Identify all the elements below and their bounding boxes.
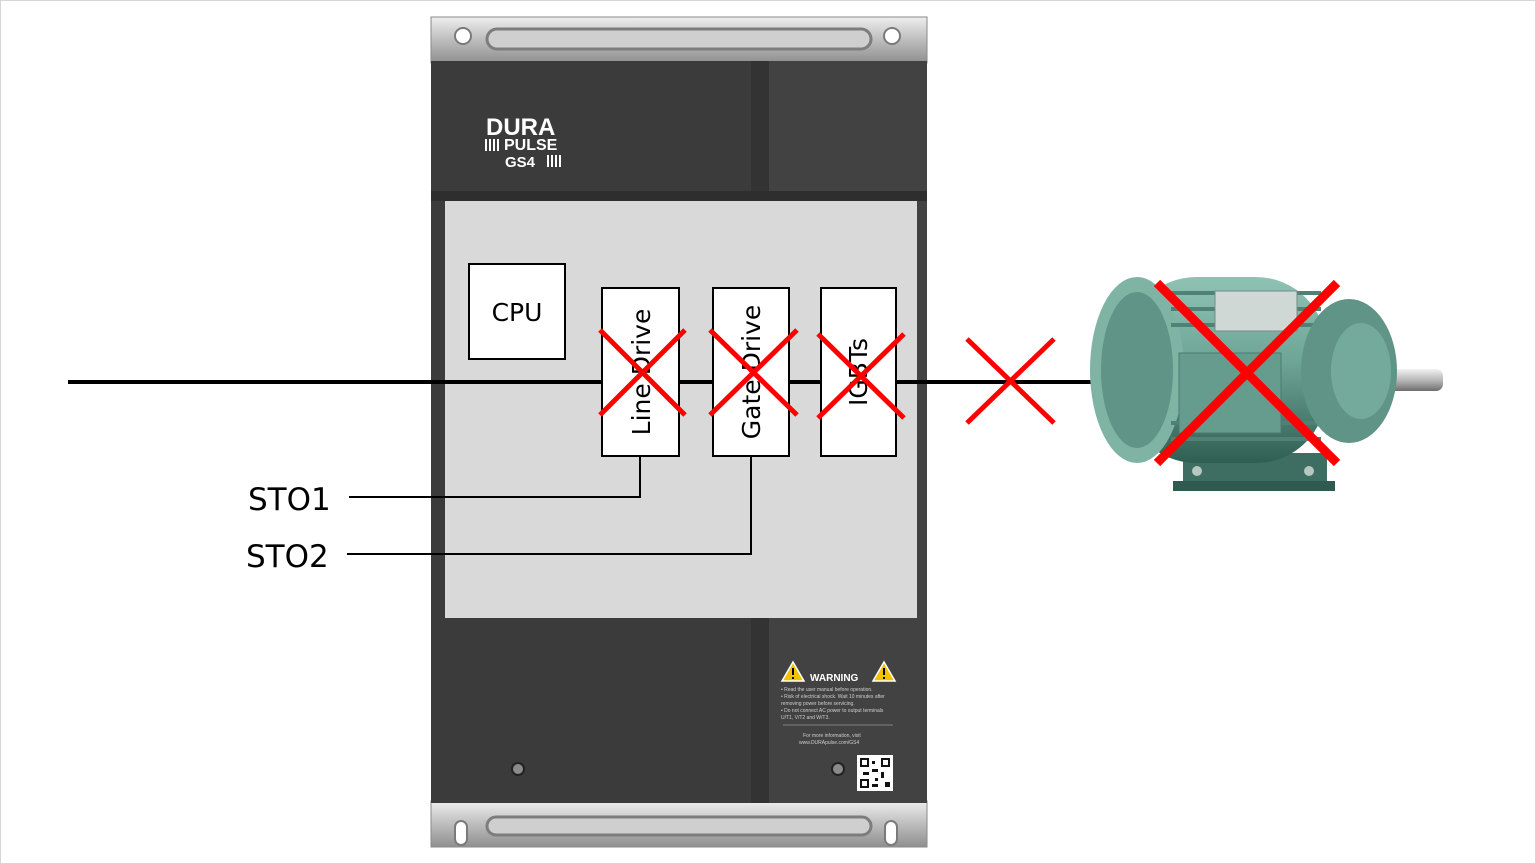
red-x-icon [708,328,799,417]
warning-title: WARNING [810,673,859,684]
warning-label: WARNING • Read the user manual before op… [780,660,897,746]
svg-text:GS4: GS4 [505,154,536,171]
svg-text:• Do not connect AC power to o: • Do not connect AC power to output term… [781,708,884,714]
igbts-block: IGBTs [820,287,897,457]
red-x-icon [816,332,906,420]
mount-hole-icon [454,27,472,45]
electric-motor [1090,277,1443,491]
motor-nameplate [1214,290,1298,332]
gate-drive-block: Gate Drive [712,287,790,457]
svg-text:• Read the user manual before: • Read the user manual before operation. [781,687,873,693]
sto1-label: STO1 [248,482,331,518]
qr-code-icon [857,755,893,791]
sto2-signal-line [347,456,752,555]
sto1-signal-line [349,456,641,498]
warning-triangle-icon [780,660,806,682]
svg-text:U/T1, V/T2 and W/T3.: U/T1, V/T2 and W/T3. [781,715,830,721]
svg-text:• Risk of electrical shock. Wa: • Risk of electrical shock. Wait 10 minu… [781,694,885,700]
cpu-block: CPU [468,263,566,360]
svg-text:For more information, visit: For more information, visit [803,733,861,739]
svg-text:PULSE: PULSE [504,137,558,154]
screw-icon [511,762,525,776]
bottom-mounting-bracket [430,800,928,848]
red-x-icon [1153,279,1341,467]
svg-text:www.DURApulse.com/GS4: www.DURApulse.com/GS4 [799,740,860,746]
top-mounting-bracket [430,16,928,64]
svg-text:DURA: DURA [486,114,555,141]
warning-triangle-icon [871,660,897,682]
vfd-drive-unit: DURA PULSE GS4 W [430,16,928,848]
disabled-marks [598,279,1341,467]
red-x-icon [598,328,687,417]
sto2-label: STO2 [246,539,329,575]
signal-lines [68,380,1091,555]
dura-pulse-logo: DURA PULSE GS4 [485,114,561,171]
screw-icon [831,762,845,776]
svg-text:removing power before servicin: removing power before servicing. [781,701,855,707]
svg-text:CPU: CPU [492,298,543,327]
mount-hole-icon [883,27,901,45]
red-x-icon [965,337,1056,425]
